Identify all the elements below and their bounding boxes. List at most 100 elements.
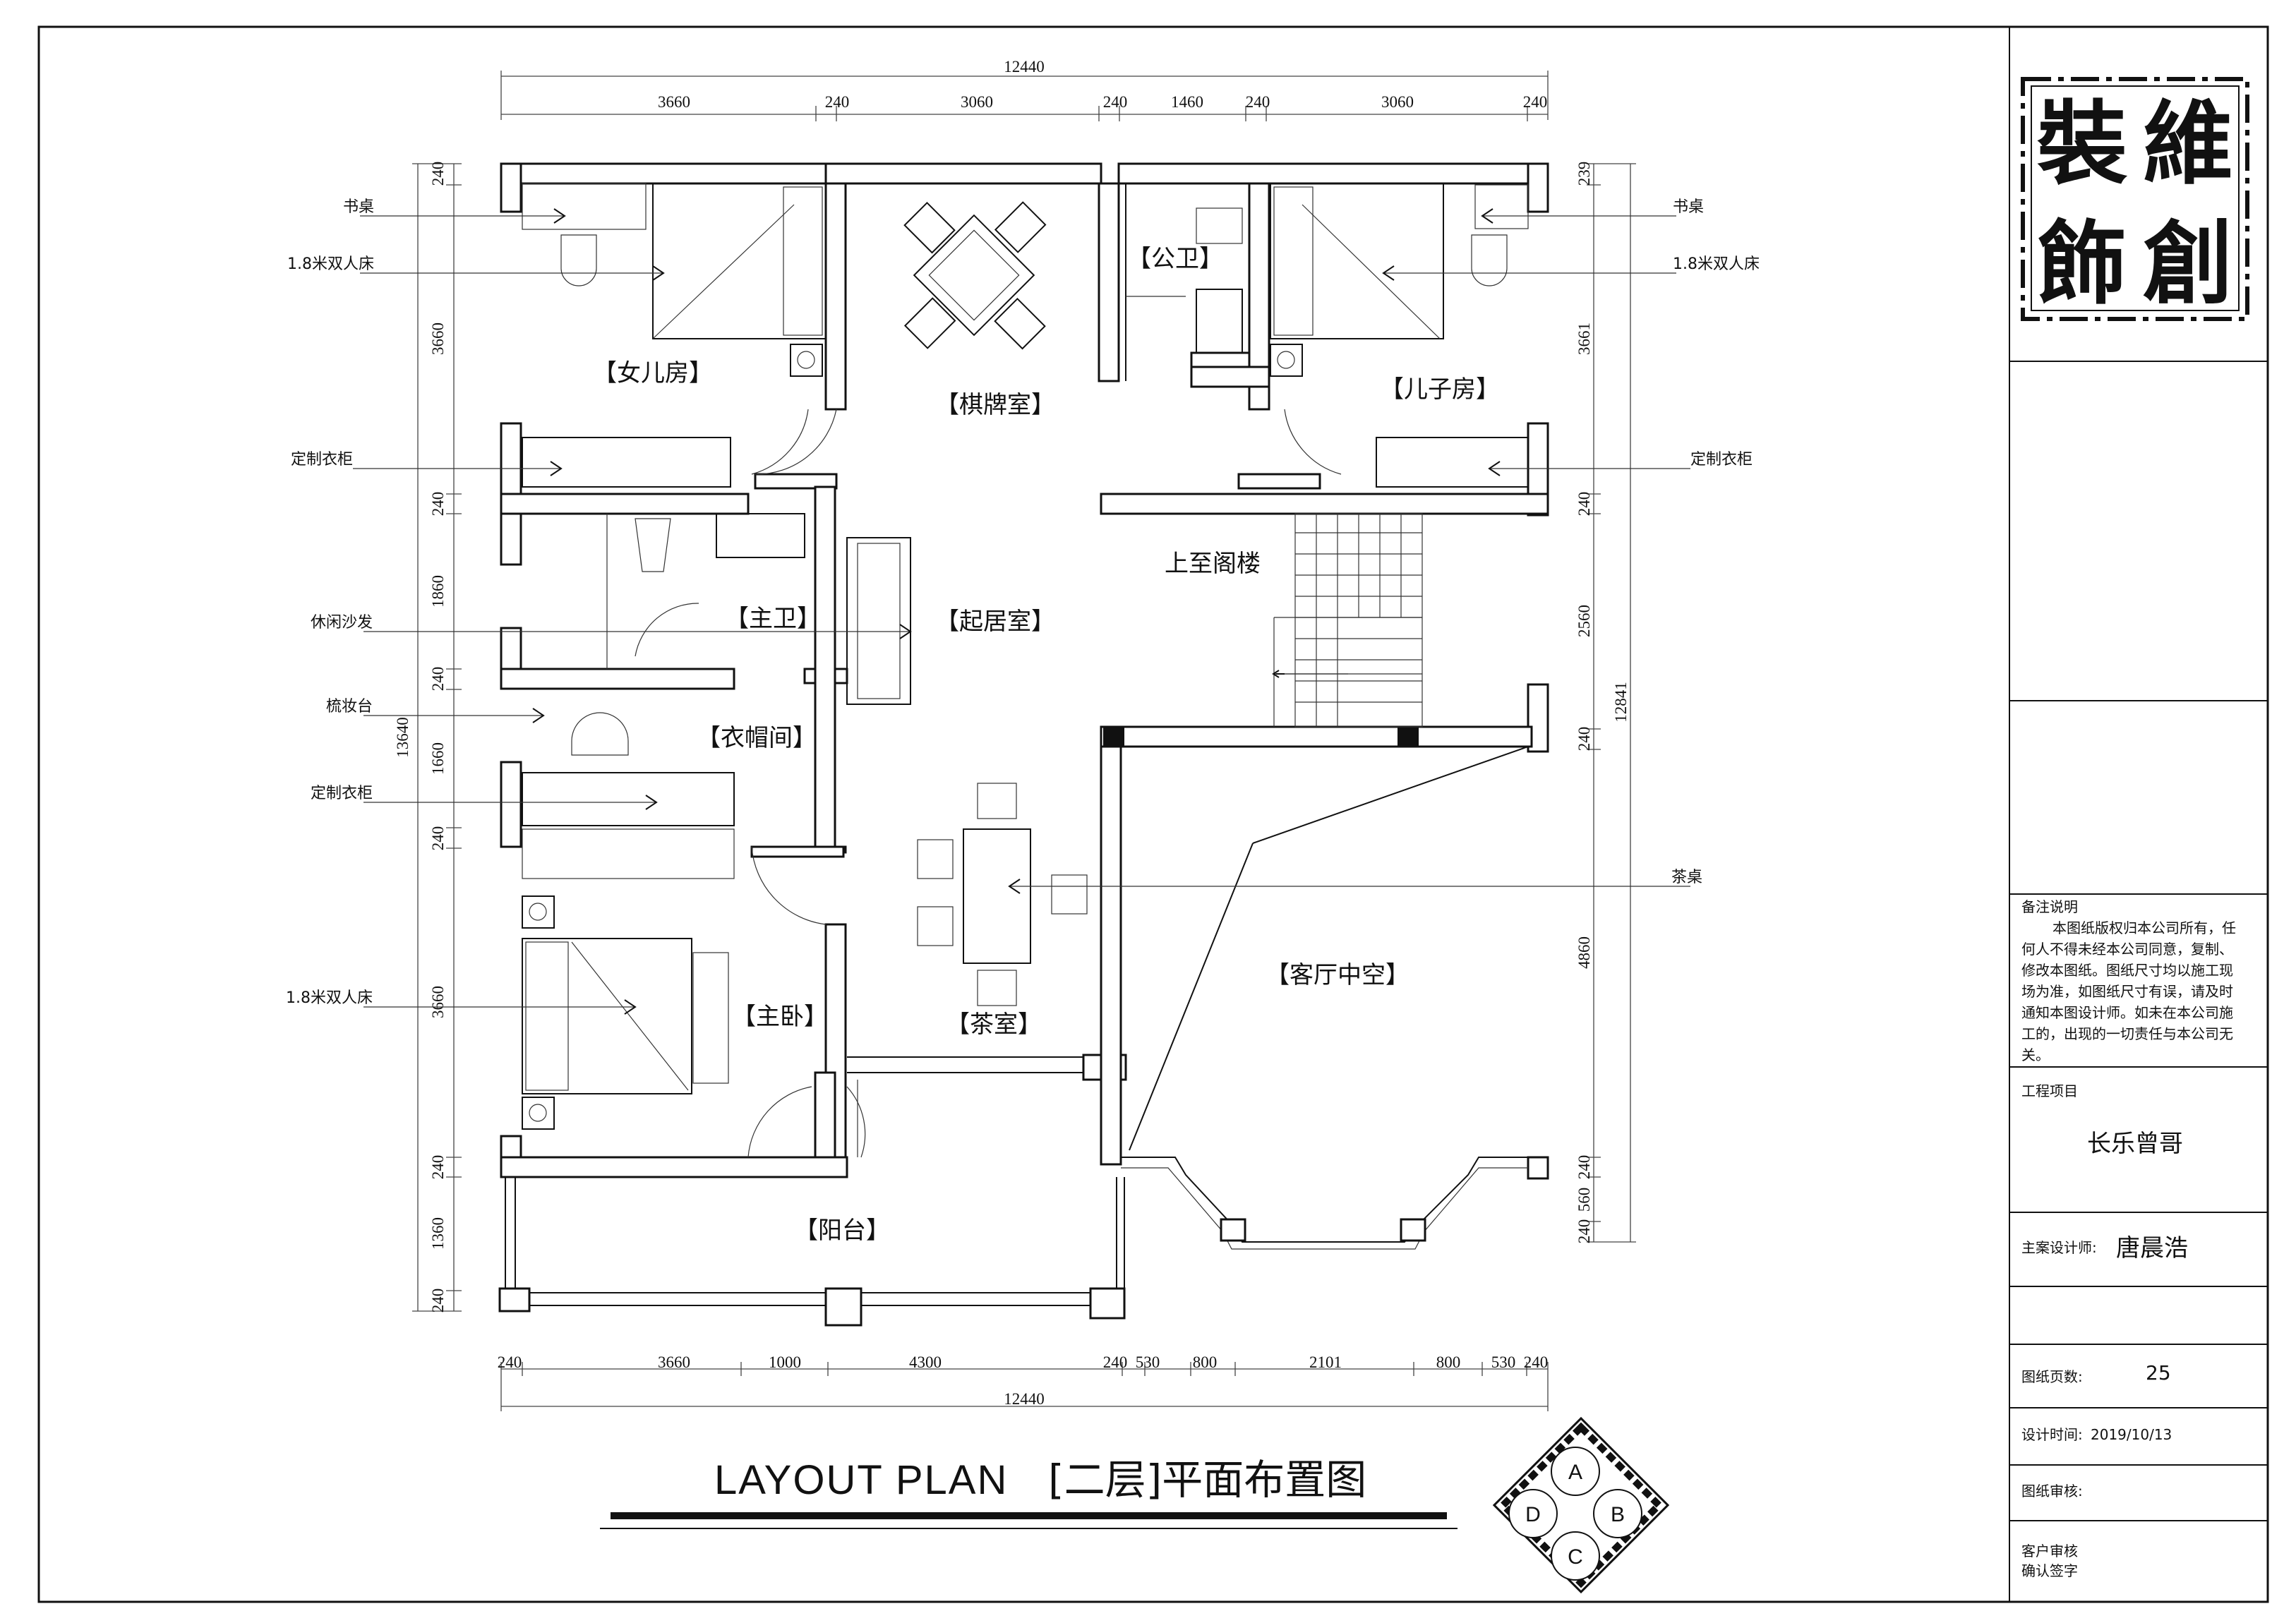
room-tea: 【茶室】 — [946, 1010, 1042, 1039]
client-label-2: 确认签字 — [2021, 1562, 2078, 1579]
master-toilet-icon — [635, 518, 671, 572]
dim-left-5: 240 — [429, 667, 447, 692]
dim-right-3: 240 — [1575, 492, 1593, 517]
stairs-arrow-icon — [1272, 670, 1285, 678]
staircase — [1272, 513, 1423, 728]
dim-left-2: 3660 — [429, 322, 447, 355]
title-block: 維 裝 創 飾 备注说明 本图纸版权归本公司所有，任 何人不得未经本公司同意，复… — [2009, 27, 2268, 1602]
dressing-table-icon — [571, 712, 629, 756]
seal-char-2: 裝 — [2037, 91, 2128, 197]
pointer-arrow-icon — [1481, 208, 1493, 224]
dim-left-10: 1360 — [429, 1217, 447, 1250]
toilet-icon — [1196, 207, 1243, 244]
index-d: D — [1525, 1503, 1541, 1526]
dim-bottom-9: 800 — [1436, 1353, 1461, 1371]
master-bed-icon — [522, 938, 692, 1094]
project-name: 长乐曾哥 — [2087, 1130, 2183, 1158]
room-cloakroom: 【衣帽间】 — [697, 724, 817, 752]
bath-sink-icon — [1196, 289, 1243, 354]
callout-right-bed: 1.8米双人床 — [1673, 255, 1760, 273]
dim-left-6: 1660 — [429, 742, 447, 775]
project-label: 工程项目 — [2021, 1082, 2078, 1099]
tea-table-icon — [963, 828, 1031, 964]
stairs-up-label: 上至阁楼 — [1165, 550, 1261, 578]
dim-top-7: 3060 — [1381, 93, 1414, 111]
pointer-arrow-icon — [550, 461, 563, 476]
dim-right-9: 240 — [1575, 1219, 1593, 1244]
pointer-arrow-icon — [1008, 879, 1021, 894]
pointer-arrow-icon — [624, 999, 637, 1015]
furniture — [522, 183, 1529, 1130]
dim-left-8: 3660 — [429, 986, 447, 1018]
desk-icon — [522, 183, 647, 230]
dim-bottom-total: 12440 — [1004, 1390, 1045, 1408]
dim-top-4: 240 — [1103, 93, 1128, 111]
dim-left-total: 13640 — [394, 717, 411, 758]
sofa-icon — [846, 537, 911, 705]
notes-line-4: 场为准，如图纸尺寸有误，请及时 — [2021, 983, 2233, 1000]
designer-label: 主案设计师: — [2021, 1239, 2097, 1256]
index-c: C — [1568, 1545, 1583, 1569]
room-chess: 【棋牌室】 — [935, 391, 1055, 419]
drawing-title: LAYOUT PLAN [二层]平面布置图 — [600, 1456, 1457, 1529]
orientation-index-symbol: A B C D — [1492, 1416, 1670, 1594]
dim-bottom-10: 530 — [1491, 1353, 1516, 1371]
daughter-wardrobe-icon — [522, 437, 731, 488]
dim-right-2: 3661 — [1575, 322, 1593, 355]
dim-right-6: 4860 — [1575, 936, 1593, 969]
date-label: 设计时间: — [2021, 1426, 2083, 1443]
pages-value: 25 — [2146, 1361, 2171, 1384]
room-master-bath: 【主卫】 — [725, 605, 821, 633]
dim-right-total: 12841 — [1612, 682, 1630, 723]
son-wardrobe-icon — [1376, 437, 1529, 488]
notes-line-3: 修改本图纸。图纸尺寸均以施工现 — [2021, 962, 2233, 979]
room-balcony: 【阳台】 — [794, 1217, 890, 1245]
dim-bottom-11: 240 — [1524, 1353, 1549, 1371]
callout-left-wardrobe-2: 定制衣柜 — [311, 785, 373, 802]
notes-line-2: 何人不得未经本公司同意，复制、 — [2021, 941, 2233, 958]
callout-left-bed: 1.8米双人床 — [287, 255, 374, 273]
daughter-bed-icon — [652, 183, 827, 339]
room-master-bed: 【主卧】 — [732, 1003, 828, 1031]
callout-left-sofa: 休闲沙发 — [311, 614, 373, 632]
seal-char-3: 創 — [2143, 211, 2233, 317]
callout-right-desk: 书桌 — [1673, 198, 1704, 216]
pointer-arrow-icon — [899, 624, 912, 639]
notes-heading: 备注说明 — [2021, 898, 2078, 915]
dim-left-7: 240 — [429, 826, 447, 851]
doors — [635, 409, 1342, 1158]
room-daughter: 【女儿房】 — [593, 359, 713, 387]
callout-left-desk: 书桌 — [343, 198, 374, 216]
dim-top-5: 1460 — [1171, 93, 1203, 111]
callout-left-dresser: 梳妆台 — [326, 698, 373, 716]
dim-bottom-4: 4300 — [909, 1353, 942, 1371]
seal-char-1: 維 — [2143, 91, 2233, 197]
room-son: 【儿子房】 — [1380, 375, 1500, 404]
walls — [498, 162, 1549, 1327]
room-void: 【客厅中空】 — [1266, 961, 1410, 989]
notes-line-5: 通知本图设计师。如未在本公司施 — [2021, 1004, 2233, 1021]
title-english: LAYOUT PLAN — [714, 1457, 1008, 1503]
pointer-arrow-icon — [645, 795, 658, 810]
room-labels: 【女儿房】 【棋牌室】 【公卫】 【儿子房】 【主卫】 【起居室】 【衣帽间】 … — [593, 245, 1500, 1245]
client-label-1: 客户审核 — [2021, 1543, 2078, 1559]
chess-table-icon — [903, 201, 1047, 350]
dim-right-5: 240 — [1575, 727, 1593, 752]
pointer-arrow-icon — [553, 208, 566, 224]
company-seal-logo: 維 裝 創 飾 — [2021, 77, 2249, 321]
pages-label: 图纸页数: — [2021, 1368, 2083, 1385]
room-public-bath: 【公卫】 — [1127, 245, 1223, 273]
desk-chair-icon — [560, 234, 597, 286]
cloak-wardrobe-icon — [522, 772, 735, 826]
dimension-lines: 12440 3660 240 3060 240 1460 240 3060 24… — [394, 58, 1636, 1411]
dim-bottom-8: 2101 — [1309, 1353, 1342, 1371]
dim-bottom-1: 240 — [498, 1353, 522, 1371]
dim-right-8: 560 — [1575, 1188, 1593, 1212]
callout-left-bed-2: 1.8米双人床 — [286, 989, 373, 1007]
dim-top-3: 3060 — [961, 93, 993, 111]
seal-char-4: 飾 — [2037, 211, 2127, 317]
dim-bottom-6: 530 — [1136, 1353, 1160, 1371]
designer-name: 唐晨浩 — [2116, 1234, 2188, 1262]
dim-left-3: 240 — [429, 492, 447, 517]
